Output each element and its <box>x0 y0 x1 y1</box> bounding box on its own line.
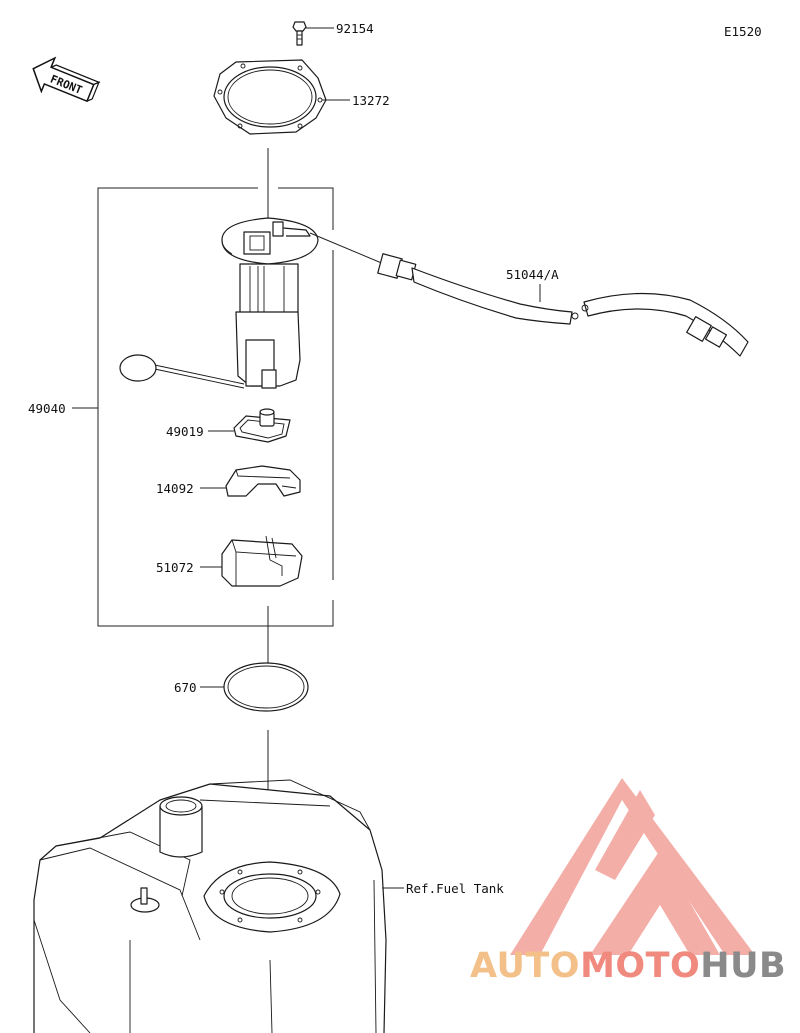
part-label-gasket: 13272 <box>352 93 390 108</box>
fuel-tank-icon <box>33 779 387 1033</box>
part-label-bolt: 92154 <box>336 21 374 36</box>
watermark-moto: MOTO <box>580 946 701 986</box>
diagram-code: E1520 <box>724 24 762 39</box>
fuel-pump-icon <box>119 217 319 389</box>
part-label-o-ring: 670 <box>174 680 197 695</box>
filter-icon <box>233 408 291 443</box>
watermark-logo-icon <box>510 778 755 955</box>
hose-connector-line <box>309 232 385 265</box>
part-label-filter: 49019 <box>166 424 204 439</box>
holder-icon <box>221 535 303 587</box>
o-ring-icon <box>223 662 309 712</box>
gasket-plate-icon <box>213 59 327 135</box>
watermark-hub: HUB <box>700 946 787 986</box>
bolt-icon <box>292 21 307 46</box>
cover-icon <box>225 465 301 497</box>
part-label-hose: 51044/A <box>506 267 559 282</box>
part-label-cover: 14092 <box>156 481 194 496</box>
part-label-tank-ref: Ref.Fuel Tank <box>406 881 504 896</box>
assembly-bracket <box>72 187 334 627</box>
fuel-hose-icon <box>377 253 749 357</box>
front-arrow-icon: FRONT <box>32 56 101 103</box>
part-label-pump-assy: 49040 <box>28 401 66 416</box>
watermark-auto: AUTO <box>470 946 581 986</box>
watermark-brand-text: AUTOMOTOHUB <box>470 946 786 986</box>
part-label-holder: 51072 <box>156 560 194 575</box>
